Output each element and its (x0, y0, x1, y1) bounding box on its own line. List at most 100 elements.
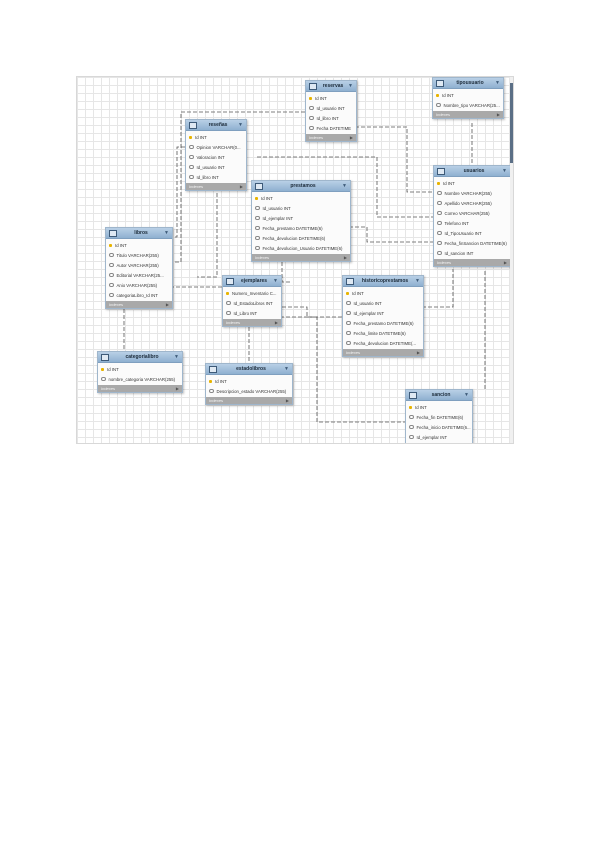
column-row[interactable]: Id_Libro INT (223, 308, 281, 318)
indexes-section[interactable]: Indexes▶ (98, 385, 182, 392)
column-row[interactable]: Opinion VARCHAR(0... (186, 142, 246, 152)
indexes-section[interactable]: Indexes▶ (206, 397, 292, 404)
table-header[interactable]: ejemplares▼ (223, 276, 281, 287)
expand-arrow-icon[interactable]: ▶ (175, 386, 179, 391)
column-row[interactable]: Fecha_limite DATETIME(6) (343, 328, 423, 338)
column-row[interactable]: Id INT (252, 193, 350, 203)
column-row[interactable]: Id_EstadoLibros INT (223, 298, 281, 308)
expand-arrow-icon[interactable]: ▶ (496, 112, 500, 117)
column-row[interactable]: Id INT (186, 132, 246, 142)
table-header[interactable]: reseñas▼ (186, 120, 246, 131)
column-row[interactable]: Id_ejemplar INT (343, 308, 423, 318)
expand-arrow-icon[interactable]: ▶ (165, 302, 169, 307)
column-row[interactable]: Fecha DATETIME (306, 123, 356, 133)
column-row[interactable]: Apellido VARCHAR(255) (434, 198, 510, 208)
column-row[interactable]: Id_usuario INT (306, 103, 356, 113)
column-row[interactable]: Id_usuario INT (186, 162, 246, 172)
chevron-down-icon[interactable]: ▼ (348, 83, 353, 89)
column-row[interactable]: Id INT (434, 178, 510, 188)
column-row[interactable]: Fecha_devolucion DATETIME(6) (252, 233, 350, 243)
indexes-section[interactable]: Indexes▶ (306, 134, 356, 141)
indexes-section[interactable]: Indexes▶ (106, 301, 172, 308)
column-row[interactable]: Id_usuario INT (252, 203, 350, 213)
column-row[interactable]: Fecha_prestamo DATETIME(6) (343, 318, 423, 328)
column-row[interactable]: Numero_Inventario C... (223, 288, 281, 298)
column-row[interactable]: Titulo VARCHAR(255) (106, 250, 172, 260)
expand-arrow-icon[interactable]: ▶ (416, 350, 420, 355)
column-row[interactable]: Id INT (343, 288, 423, 298)
column-row[interactable]: Id_sancion INT (434, 248, 510, 258)
expand-arrow-icon[interactable]: ▶ (349, 135, 353, 140)
column-row[interactable]: Fecha_fin DATETIME(6) (406, 412, 472, 422)
indexes-section[interactable]: Indexes▶ (252, 254, 350, 261)
indexes-section[interactable]: Indexes▶ (434, 259, 510, 266)
column-row[interactable]: Id_libro INT (306, 113, 356, 123)
column-row[interactable]: Fecha_devolucion_Usuario DATETIME(6) (252, 243, 350, 253)
table-header[interactable]: usuarios▼ (434, 166, 510, 177)
table-header[interactable]: categorialibro▼ (98, 352, 182, 363)
column-row[interactable]: Id INT (406, 402, 472, 412)
column-row[interactable]: Valoracion INT (186, 152, 246, 162)
indexes-section[interactable]: Indexes▶ (223, 319, 281, 326)
column-row[interactable]: Id_ejemplar INT (406, 432, 472, 442)
column-row[interactable]: Correo VARCHAR(255) (434, 208, 510, 218)
table-header[interactable]: historicoprestamos▼ (343, 276, 423, 287)
column-row[interactable]: Fecha_inicio DATETIME(6... (406, 422, 472, 432)
table-header[interactable]: prestamos▼ (252, 181, 350, 192)
chevron-down-icon[interactable]: ▼ (495, 80, 500, 86)
column-row[interactable]: Autor VARCHAR(255) (106, 260, 172, 270)
scrollbar-thumb[interactable] (510, 83, 513, 163)
table-ejemplares[interactable]: ejemplares▼Numero_Inventario C...Id_Esta… (222, 275, 282, 327)
column-row[interactable]: Id_ejemplar INT (252, 213, 350, 223)
table-header[interactable]: libros▼ (106, 228, 172, 239)
table-header[interactable]: sancion▼ (406, 390, 472, 401)
table-header[interactable]: estadolibros▼ (206, 364, 292, 375)
column-row[interactable]: Fecha_devolucion DATETIME(... (343, 338, 423, 348)
chevron-down-icon[interactable]: ▼ (238, 122, 243, 128)
table-header[interactable]: tipousuario▼ (433, 78, 503, 89)
column-row[interactable]: Telefono INT (434, 218, 510, 228)
column-row[interactable]: Id INT (433, 90, 503, 100)
column-row[interactable]: Id INT (98, 364, 182, 374)
column-row[interactable]: categoriaLibro_Id INT (106, 290, 172, 300)
expand-arrow-icon[interactable]: ▶ (343, 255, 347, 260)
indexes-section[interactable]: Indexes▶ (433, 111, 503, 118)
chevron-down-icon[interactable]: ▼ (342, 183, 347, 189)
chevron-down-icon[interactable]: ▼ (502, 168, 507, 174)
column-row[interactable]: Fecha_prestamo DATETIME(6) (252, 223, 350, 233)
chevron-down-icon[interactable]: ▼ (164, 230, 169, 236)
column-row[interactable]: Id INT (106, 240, 172, 250)
column-row[interactable]: Id INT (206, 376, 292, 386)
column-row[interactable]: Id_usuario INT (343, 298, 423, 308)
column-row[interactable]: Id INT (306, 93, 356, 103)
chevron-down-icon[interactable]: ▼ (284, 366, 289, 372)
column-row[interactable]: nombre_categoria VARCHAR(255) (98, 374, 182, 384)
chevron-down-icon[interactable]: ▼ (464, 392, 469, 398)
column-row[interactable]: Id_libro INT (186, 172, 246, 182)
expand-arrow-icon[interactable]: ▶ (274, 320, 278, 325)
indexes-section[interactable]: Indexes▶ (186, 183, 246, 190)
column-row[interactable]: Anio VARCHAR(255) (106, 280, 172, 290)
chevron-down-icon[interactable]: ▼ (174, 354, 179, 360)
column-row[interactable]: Id_TipoUsuario INT (434, 228, 510, 238)
table-header[interactable]: reservas▼ (306, 81, 356, 92)
expand-arrow-icon[interactable]: ▶ (503, 260, 507, 265)
indexes-section[interactable]: Indexes▶ (406, 443, 472, 444)
column-row[interactable]: Nombre VARCHAR(255) (434, 188, 510, 198)
indexes-section[interactable]: Indexes▶ (343, 349, 423, 356)
chevron-down-icon[interactable]: ▼ (273, 278, 278, 284)
column-row[interactable]: Descripcion_estado VARCHAR(255) (206, 386, 292, 396)
column-row[interactable]: Nombre_tipo VARCHAR(25... (433, 100, 503, 110)
expand-arrow-icon[interactable]: ▶ (239, 184, 243, 189)
